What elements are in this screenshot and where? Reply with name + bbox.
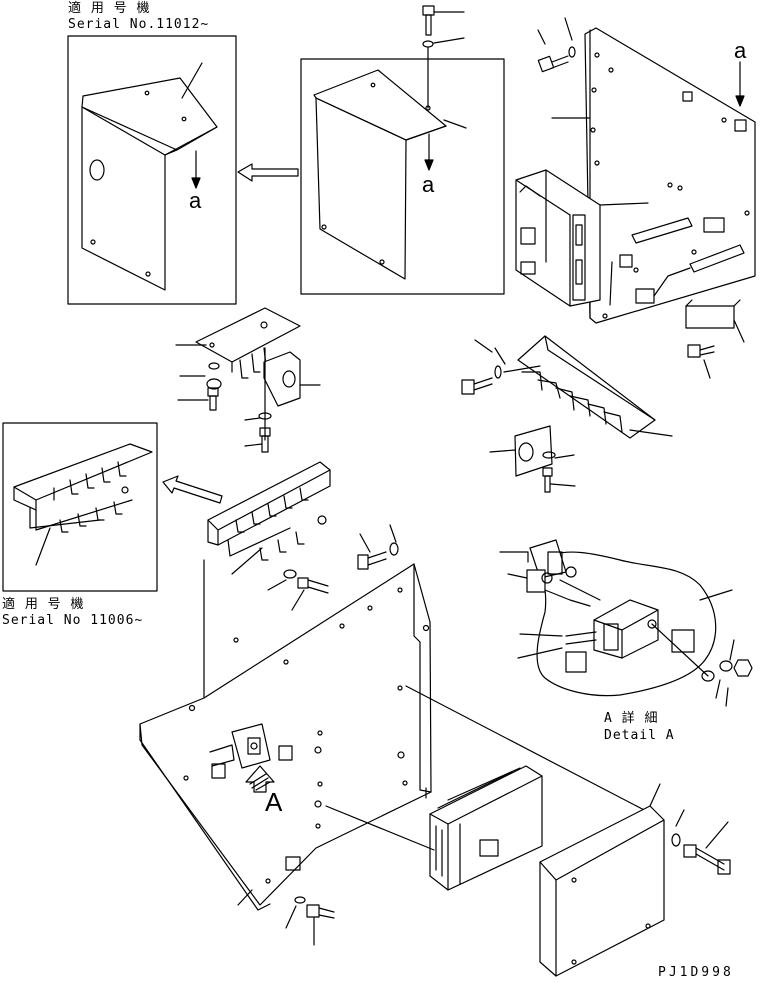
direction-arrow-diag — [163, 476, 222, 503]
inset-terminal-box-left — [3, 423, 157, 591]
right-mounting-plate — [538, 18, 755, 323]
callout-top-serial: Serial No.11012~ — [68, 17, 210, 32]
terminal-bracket-center — [208, 462, 398, 610]
electronic-module — [430, 766, 542, 890]
relay-rods — [610, 218, 744, 378]
marker-a-mid: a — [422, 172, 435, 197]
inset-cover-box-top — [68, 36, 236, 304]
marker-a-top: a — [189, 188, 202, 213]
terminal-plate-upper — [176, 308, 320, 452]
callout-left-models-label: 適 用 号 機 — [2, 597, 85, 612]
callout-top-models-label: 適 用 号 機 — [68, 1, 151, 16]
controller-unit — [516, 170, 648, 306]
direction-arrow-left — [238, 164, 298, 181]
module-cover — [540, 784, 730, 976]
drawing-code: PJ1D998 — [658, 965, 734, 980]
view-arrow-A — [246, 766, 274, 792]
bolt-top — [423, 6, 464, 108]
detail-label-en: Detail A — [604, 728, 675, 743]
terminal-bracket-right — [462, 336, 672, 492]
callout-left-serial: Serial No 11006~ — [2, 613, 144, 628]
marker-a-right: a — [734, 38, 747, 63]
main-panel — [140, 560, 648, 945]
marker-A-view: A — [265, 787, 283, 817]
detail-A-callout — [500, 540, 752, 706]
cover-box-middle — [301, 59, 504, 294]
detail-label-jp: A 詳 細 — [604, 711, 659, 726]
